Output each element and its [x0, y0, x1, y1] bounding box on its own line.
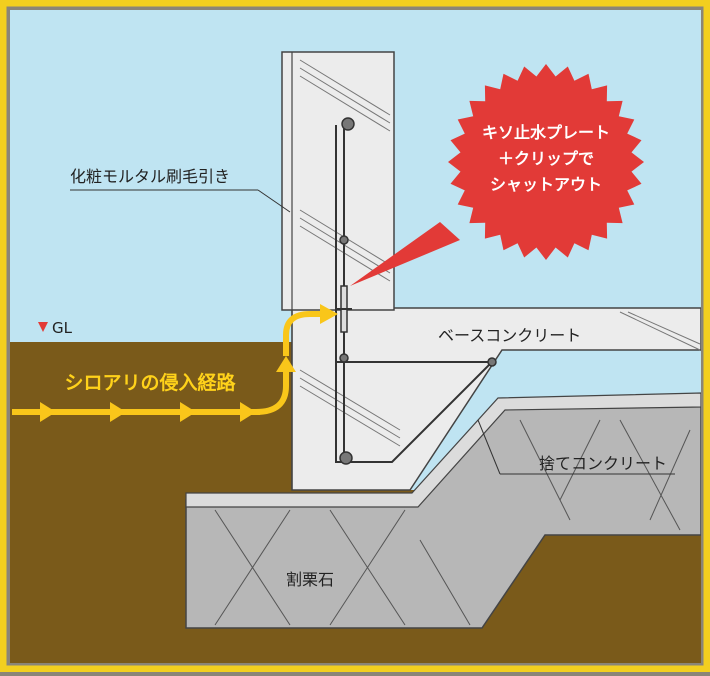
callout-line-2: ＋クリップで [498, 149, 594, 168]
leader-lines [70, 189, 675, 475]
callout-badge [448, 64, 644, 260]
gl-label: GL [52, 319, 73, 337]
stone-hatch [214, 419, 691, 626]
leveling-concrete-label: 捨てコンクリート [539, 454, 667, 473]
plaster-label: 化粧モルタル刷毛引き [70, 167, 230, 186]
crushed-stone-label: 割栗石 [286, 570, 334, 589]
concrete-hatch [299, 59, 701, 447]
callout-pointer [350, 222, 460, 286]
rebar-sections [339, 117, 497, 465]
leveling-concrete [185, 392, 701, 508]
callout-line-1: キソ止水プレート [482, 123, 610, 142]
callout-line-3: シャットアウト [490, 175, 602, 194]
termite-route-label: シロアリの侵入経路 [64, 371, 236, 394]
termite-route-arrows [12, 304, 338, 422]
base-concrete-label: ベースコンクリート [438, 326, 581, 345]
stem-wall [281, 51, 395, 311]
callout-text: キソ止水プレート ＋クリップで シャットアウト [482, 123, 610, 194]
gl-triangle-icon [38, 322, 48, 332]
